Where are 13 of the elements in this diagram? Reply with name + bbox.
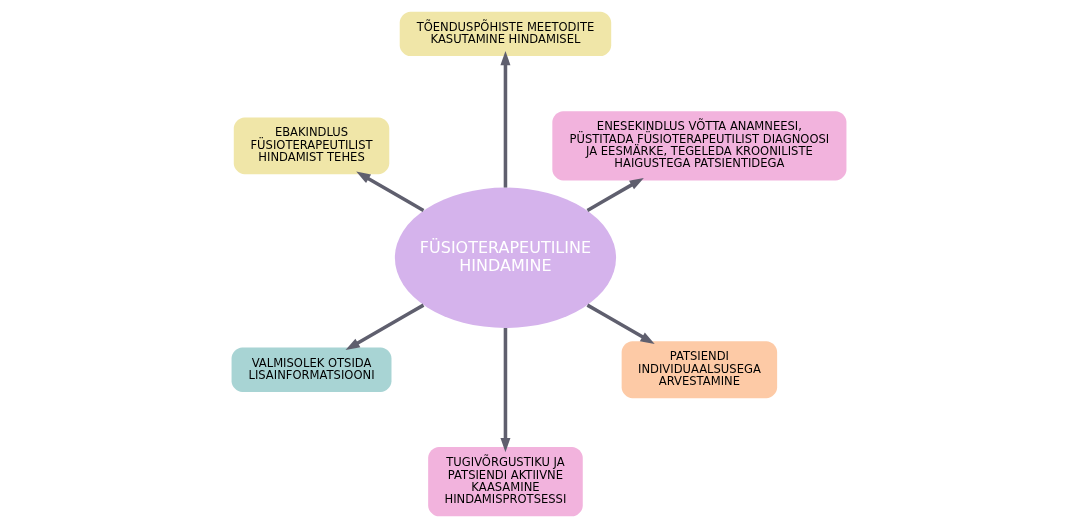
arrow	[500, 328, 511, 453]
arrow	[500, 50, 511, 188]
node-box: PATSIENDI INDIVIDUAALSUSEGA ARVESTAMINE	[621, 341, 778, 399]
arrow	[345, 303, 425, 351]
arrow	[586, 177, 644, 212]
arrow	[586, 303, 655, 344]
node-box: TUGIVÕRGUSTIKU JA PATSIENDI AKTIIVNE KAASAMINE HINDAMISPROTSESSI	[428, 447, 583, 517]
node-box: TÕENDUSPÕHISTE MEETODITE KASUTAMINE HINDAMISEL	[399, 11, 612, 57]
node-box: EBAKINDLUS FÜSIOTERAPEUTILIST HINDAMIST TEHES	[233, 117, 390, 175]
node-box: ENESEKINDLUS VÕTTA ANAMNEESI, PÜSTITADA FÜSIOTERAPEUTILIST DIAGNOOSI JA EESMÄRKE, TEGELEDA KROONILISTE HAIGUSTEGA PATSIENTIDEGA	[552, 111, 847, 181]
node-ellipse: FÜSIOTERAPEUTILINE HINDAMINE	[394, 187, 617, 328]
arrow	[356, 171, 425, 212]
node-box: VALMISOLEK OTSIDA LISAINFORMATSIOONI	[231, 347, 392, 392]
